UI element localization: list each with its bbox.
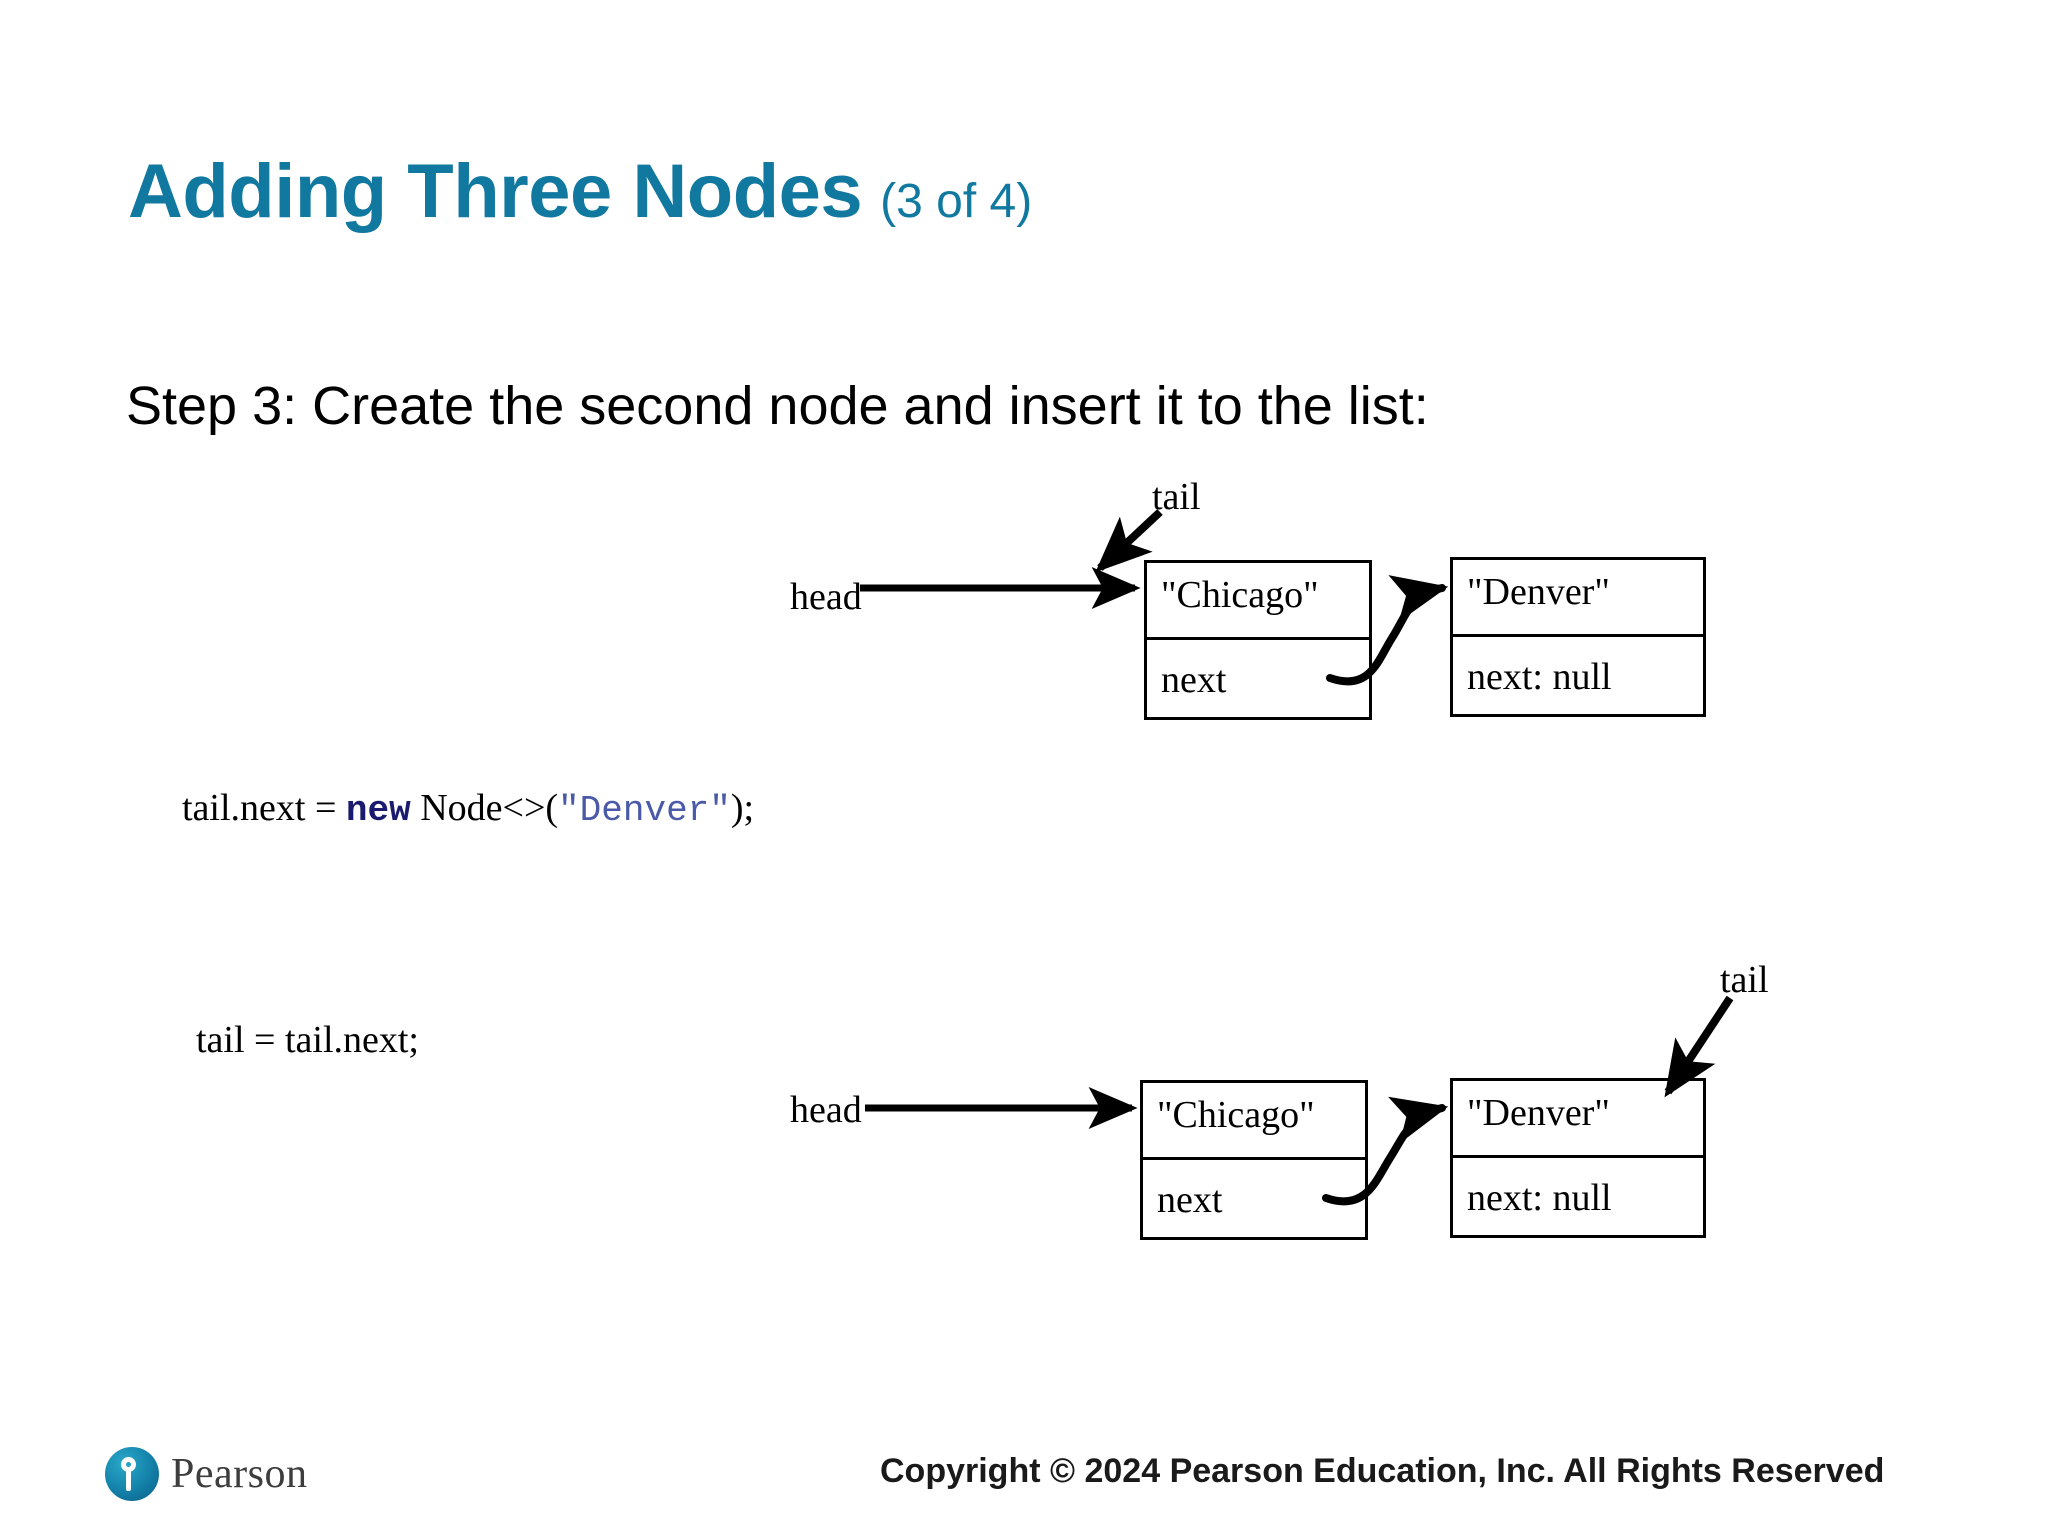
node-chicago-next: next [1161, 659, 1227, 701]
code-keyword-new: new [345, 790, 411, 831]
node-chicago-next: next [1157, 1179, 1223, 1221]
pearson-logo: Pearson [105, 1447, 307, 1501]
node-denver-value: "Denver" [1453, 560, 1703, 637]
node-chicago: "Chicago" next [1144, 560, 1372, 720]
pearson-p-icon [105, 1447, 159, 1501]
page-title-main: Adding Three Nodes [128, 149, 863, 234]
node-denver-value: "Denver" [1453, 1081, 1703, 1158]
tail-pointer-label: tail [1152, 476, 1201, 518]
tail-pointer-label: tail [1720, 959, 1769, 1001]
head-pointer-label: head [790, 576, 862, 618]
copyright-notice: Copyright © 2024 Pearson Education, Inc.… [880, 1452, 1885, 1490]
step-instruction: Step 3: Create the second node and inser… [126, 376, 1429, 436]
pearson-wordmark: Pearson [171, 1451, 308, 1497]
code-suffix: ); [730, 787, 755, 829]
node-denver-next: next: null [1467, 656, 1612, 698]
code-prefix: tail.next = [182, 787, 346, 829]
code-statement-tail-next-assign: tail.next = new Node<>("Denver"); [182, 786, 754, 831]
code-middle: Node<>( [410, 787, 559, 829]
node-denver-next: next: null [1467, 1177, 1612, 1219]
node-denver: "Denver" next: null [1450, 557, 1706, 717]
linked-list-diagram-after-assign: head tail "Chicago" next "Denver" next: … [790, 476, 1960, 930]
head-pointer-label: head [790, 1089, 862, 1131]
code-string-literal: "Denver" [558, 790, 731, 831]
linked-list-diagram-after-advance: head tail "Chicago" next "Denver" next: … [790, 880, 1960, 1240]
node-chicago-value: "Chicago" [1147, 563, 1369, 640]
node-chicago-value: "Chicago" [1143, 1083, 1365, 1160]
page-title: Adding Three Nodes (3 of 4) [128, 148, 1032, 235]
page-title-part-indicator: (3 of 4) [880, 175, 1033, 228]
code-statement-tail-advance: tail = tail.next; [196, 1019, 419, 1061]
node-chicago: "Chicago" next [1140, 1080, 1368, 1240]
node-denver: "Denver" next: null [1450, 1078, 1706, 1238]
